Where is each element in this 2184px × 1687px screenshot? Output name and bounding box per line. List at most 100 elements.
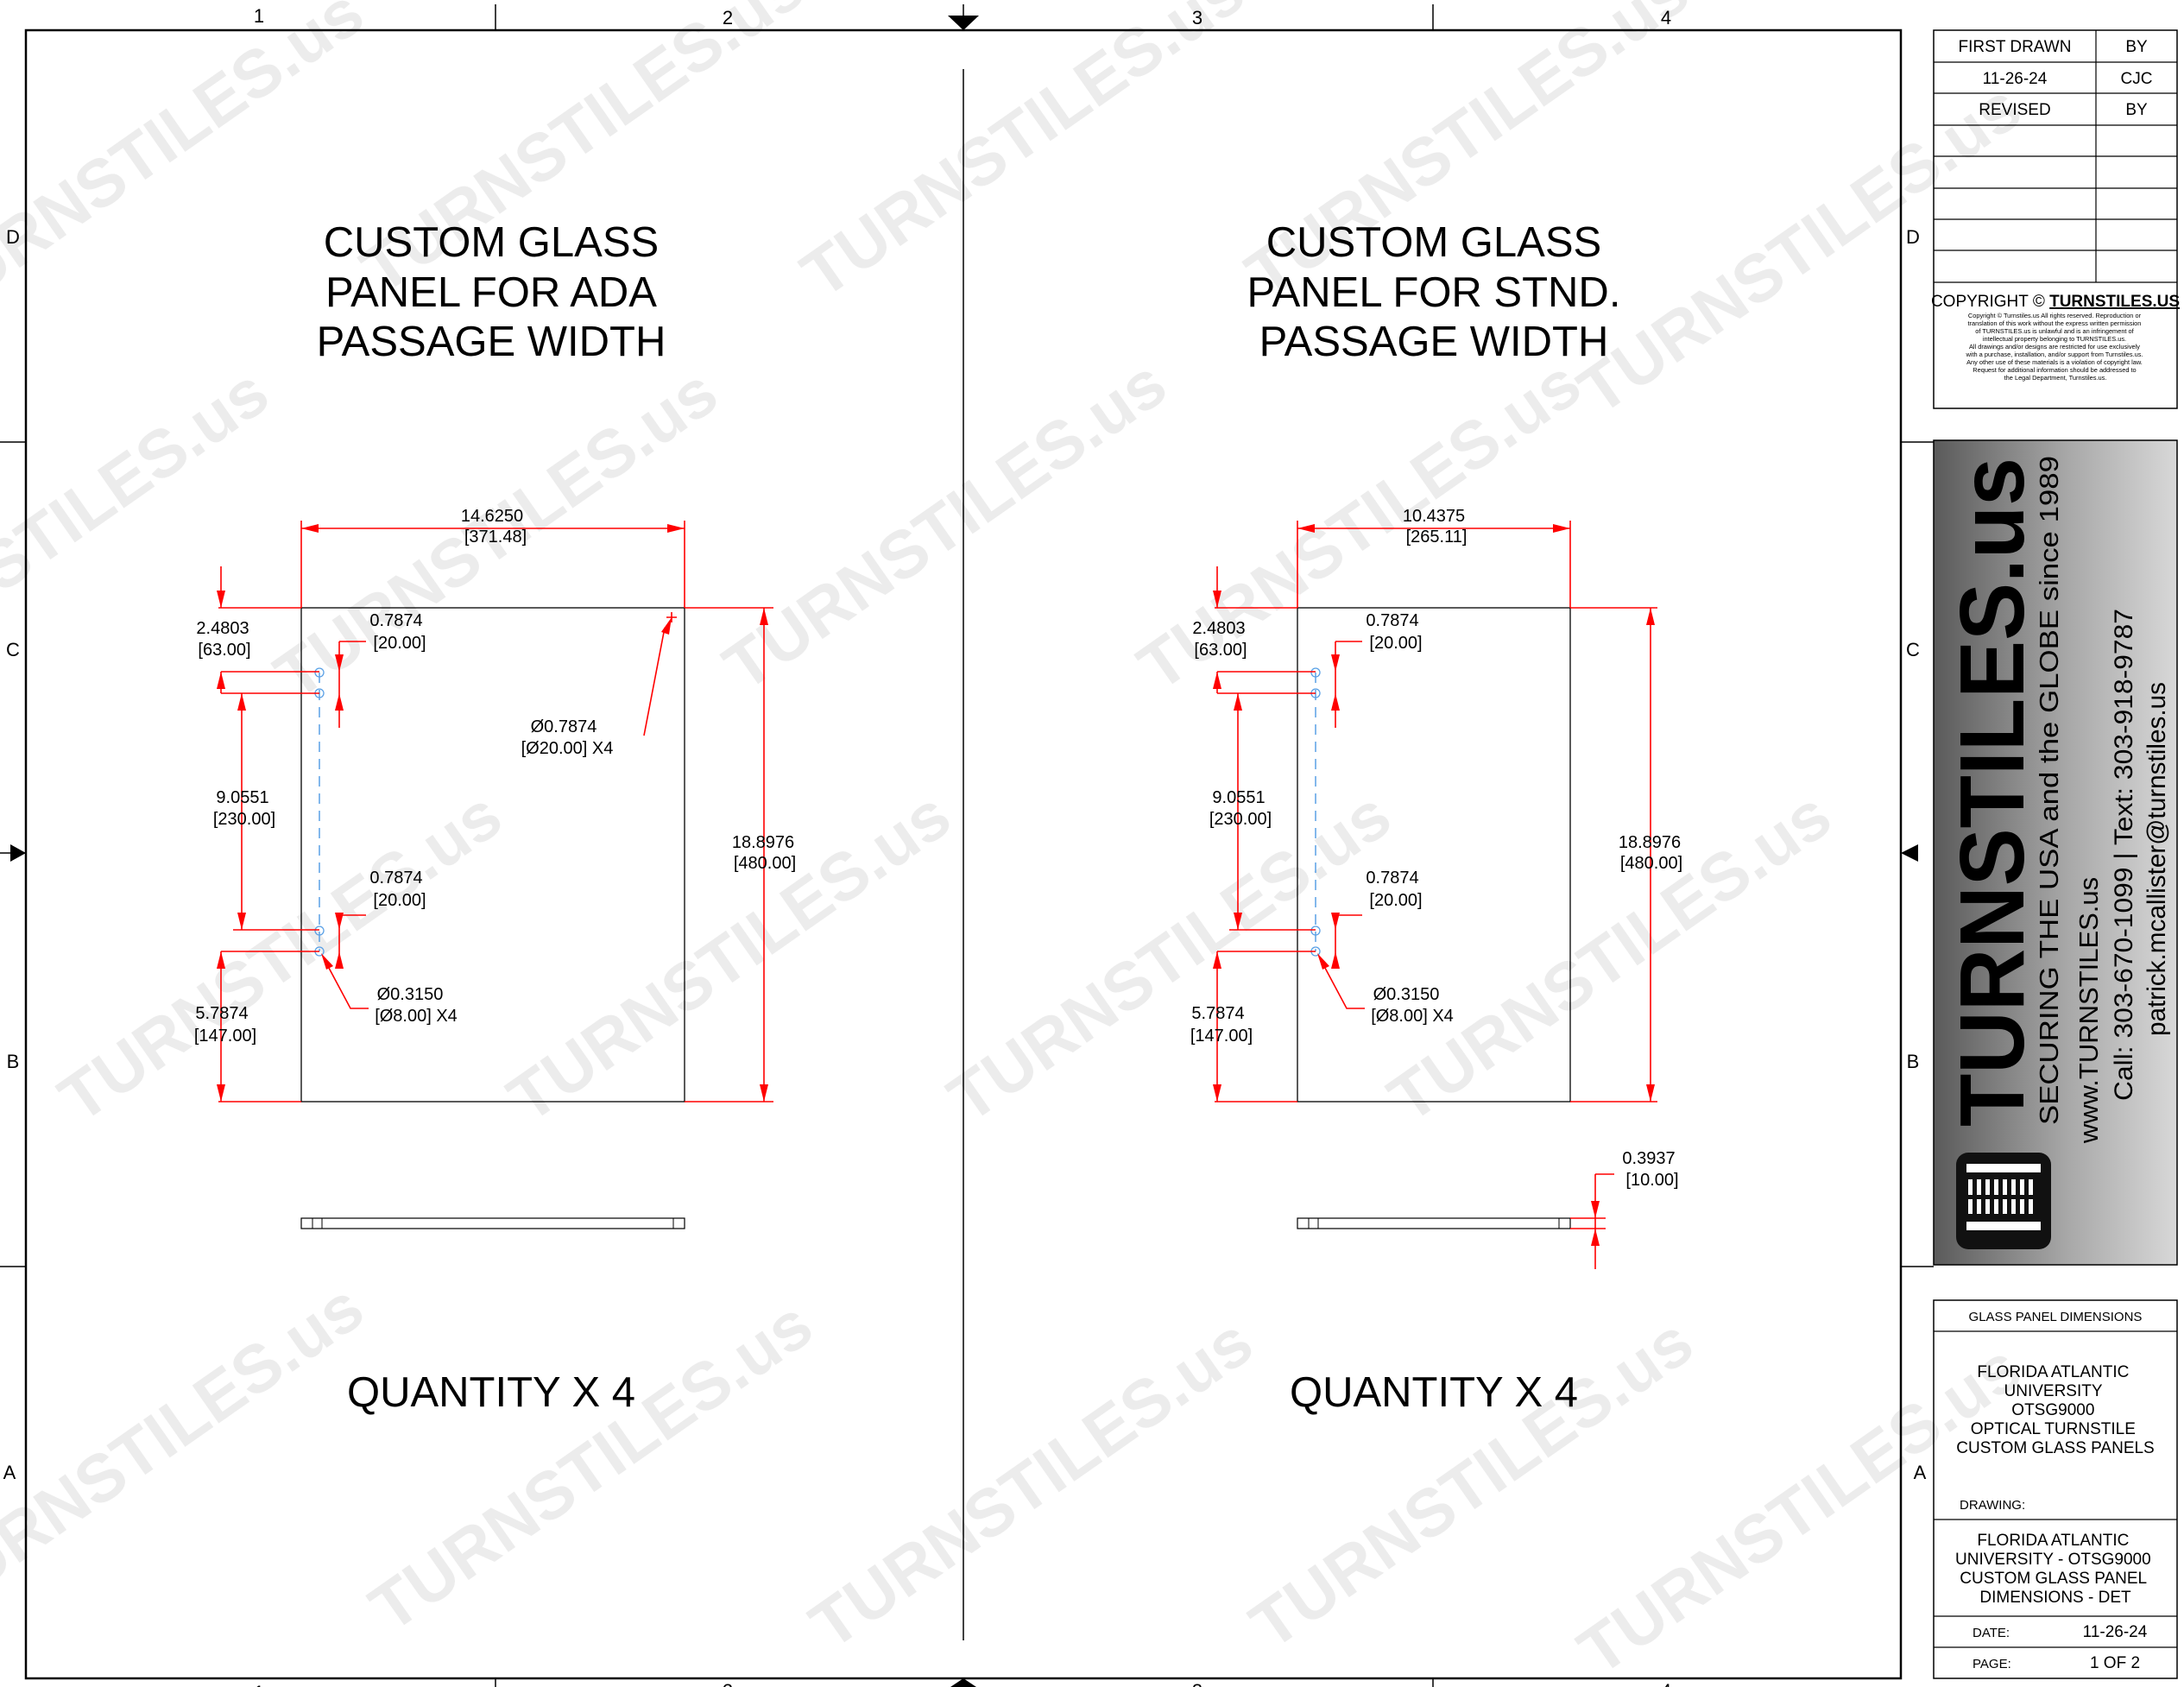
stnd-bottom-offset-mm: [147.00] <box>1190 1027 1253 1046</box>
panel-ada: CUSTOM GLASS PANEL FOR ADA PASSAGE WIDTH… <box>194 219 796 1416</box>
tb-drawing-label: DRAWING: <box>1960 1498 2025 1513</box>
watermark-text: TURNSTILES.us <box>46 776 515 1137</box>
stnd-top-offset: 2.4803 <box>1192 619 1245 638</box>
zone-bottom-3: 3 <box>1192 1680 1202 1687</box>
panel-standard: CUSTOM GLASS PANEL FOR STND. PASSAGE WID… <box>1190 219 1682 1416</box>
stnd-title-line3: PASSAGE WIDTH <box>1259 319 1609 365</box>
ada-glass-outline <box>300 607 685 1103</box>
stnd-width-dimension <box>1297 521 1571 608</box>
zone-left-a: A <box>3 1462 16 1483</box>
stnd-gap-bottom: 0.7874 <box>1366 869 1418 888</box>
stnd-hole-spacing: 9.0551 <box>1212 788 1265 807</box>
ada-small-hole-label: Ø0.3150 <box>377 985 444 1004</box>
ada-bottom-offset-mm: [147.00] <box>194 1027 256 1046</box>
brand-logo-text: TURNSTILES.us <box>1941 458 2043 1127</box>
tb-date-label: DATE: <box>1973 1626 2010 1640</box>
zone-left-c: C <box>6 639 20 660</box>
ada-gap-top: 0.7874 <box>369 611 422 630</box>
watermark-text: TURNSTILES.us <box>710 344 1180 705</box>
rev-revised-by: BY <box>2125 101 2148 119</box>
stnd-glass-outline <box>1297 607 1571 1103</box>
ada-title-line3: PASSAGE WIDTH <box>317 319 666 365</box>
zone-right-c: C <box>1906 639 1920 660</box>
ada-width-value: 14.6250 <box>461 507 523 526</box>
stnd-width-mm: [265.11] <box>1406 528 1468 547</box>
stnd-small-hole-mm: [Ø8.00] X4 <box>1371 1007 1454 1026</box>
ada-gap-bottom-mm: [20.00] <box>373 891 426 910</box>
brand-tagline: SECURING THE USA and the GLOBE since 198… <box>2034 456 2064 1125</box>
brand-panel: TURNSTILES.us SECURING THE USA and the G… <box>1933 439 2178 1266</box>
zone-right-d: D <box>1906 226 1920 248</box>
watermark-text: TURNSTILES.us <box>788 0 1258 313</box>
stnd-thickness-mm: [10.00] <box>1625 1171 1678 1190</box>
stnd-bottom-offset: 5.7874 <box>1191 1004 1244 1023</box>
ada-quantity: QUANTITY X 4 <box>347 1369 635 1416</box>
stnd-title-line1: CUSTOM GLASS <box>1266 219 1601 266</box>
zone-bottom-1: 1 <box>254 1682 264 1687</box>
ada-bottom-offset: 5.7874 <box>195 1004 248 1023</box>
zone-top-1: 1 <box>254 5 264 27</box>
ada-small-hole-leader <box>322 956 369 1009</box>
watermark-text: TURNSTILES.us <box>797 1303 1266 1664</box>
ada-title-line2: PANEL FOR ADA <box>325 269 657 316</box>
zone-bottom-4: 4 <box>1661 1680 1671 1687</box>
revision-table: FIRST DRAWN BY 11-26-24 CJC REVISED BY C… <box>1931 29 2180 409</box>
copyright-text: Copyright © Turnstiles.us All rights res… <box>1965 312 2144 382</box>
zone-right-a: A <box>1914 1462 1927 1483</box>
stnd-top-offset-mm: [63.00] <box>1194 641 1247 660</box>
tb-date: 11-26-24 <box>2083 1623 2148 1641</box>
watermark-text: TURNSTILES.us <box>0 0 376 334</box>
tb-section-title: GLASS PANEL DIMENSIONS <box>1969 1310 2143 1324</box>
ada-height-mm: [480.00] <box>734 854 796 873</box>
tb-project: FLORIDA ATLANTIC UNIVERSITY OTSG9000 OPT… <box>1956 1363 2154 1457</box>
tb-page-label: PAGE: <box>1973 1657 2011 1671</box>
zone-left-b: B <box>7 1051 20 1072</box>
title-block: GLASS PANEL DIMENSIONS FLORIDA ATLANTIC … <box>1933 1299 2178 1679</box>
stnd-quantity: QUANTITY X 4 <box>1290 1369 1578 1416</box>
rev-date: 11-26-24 <box>1983 70 2048 88</box>
tb-drawing: FLORIDA ATLANTIC UNIVERSITY - OTSG9000 C… <box>1955 1532 2156 1607</box>
stnd-height-value: 18.8976 <box>1619 833 1681 852</box>
rev-by-header: BY <box>2125 38 2148 56</box>
ada-title-line1: CUSTOM GLASS <box>324 219 659 266</box>
stnd-hole-spacing-mm: [230.00] <box>1209 810 1272 829</box>
zone-left-d: D <box>6 226 20 248</box>
zone-top-2: 2 <box>723 7 733 28</box>
stnd-title-line2: PANEL FOR STND. <box>1247 269 1621 316</box>
stnd-small-hole <box>1310 926 1321 936</box>
stnd-thickness: 0.3937 <box>1622 1149 1675 1168</box>
ada-small-hole <box>314 926 325 936</box>
center-arrow-right <box>1901 844 1918 862</box>
stnd-small-hole-label: Ø0.3150 <box>1373 985 1440 1004</box>
copyright-heading: COPYRIGHT © TURNSTILES.US <box>1931 293 2180 311</box>
zone-ticks <box>0 4 1934 1687</box>
ada-top-offset-mm: [63.00] <box>198 641 250 660</box>
ada-big-hole-label: Ø0.7874 <box>531 717 597 736</box>
zone-bottom-2: 2 <box>723 1680 733 1687</box>
ada-width-mm: [371.48] <box>464 528 527 547</box>
rev-revised: REVISED <box>1979 101 2050 119</box>
center-arrow-bottom <box>950 1678 976 1687</box>
ada-big-hole-leader <box>643 627 666 736</box>
stnd-small-hole-leader <box>1318 956 1365 1009</box>
zone-top-4: 4 <box>1661 7 1671 28</box>
ada-height-value: 18.8976 <box>732 833 794 852</box>
ada-gap-top-mm: [20.00] <box>373 634 426 653</box>
brand-website: www.TURNSTILES.us <box>2074 877 2104 1144</box>
watermark-text: TURNSTILES.us <box>495 776 964 1137</box>
rev-first-drawn: FIRST DRAWN <box>1959 38 2072 56</box>
stnd-gap-bottom-mm: [20.00] <box>1369 891 1422 910</box>
watermark-text: TURNSTILES.us <box>1565 68 2035 429</box>
stnd-width-value: 10.4375 <box>1403 507 1465 526</box>
stnd-gap-top: 0.7874 <box>1366 611 1418 630</box>
ada-height-dimension <box>685 607 773 1103</box>
turnstile-logo-icon <box>1956 1153 2051 1249</box>
watermark-text: TURNSTILES.us <box>1375 776 1845 1137</box>
ada-small-hole <box>314 667 325 678</box>
brand-email: patrick.mcallister@turnstiles.us <box>2143 682 2171 1036</box>
ada-top-offset: 2.4803 <box>196 619 249 638</box>
ada-hole-spacing-mm: [230.00] <box>213 810 275 829</box>
stnd-small-hole <box>1310 667 1321 678</box>
brand-phone: Call: 303-670-1099 | Text: 303-918-9787 <box>2110 609 2138 1101</box>
